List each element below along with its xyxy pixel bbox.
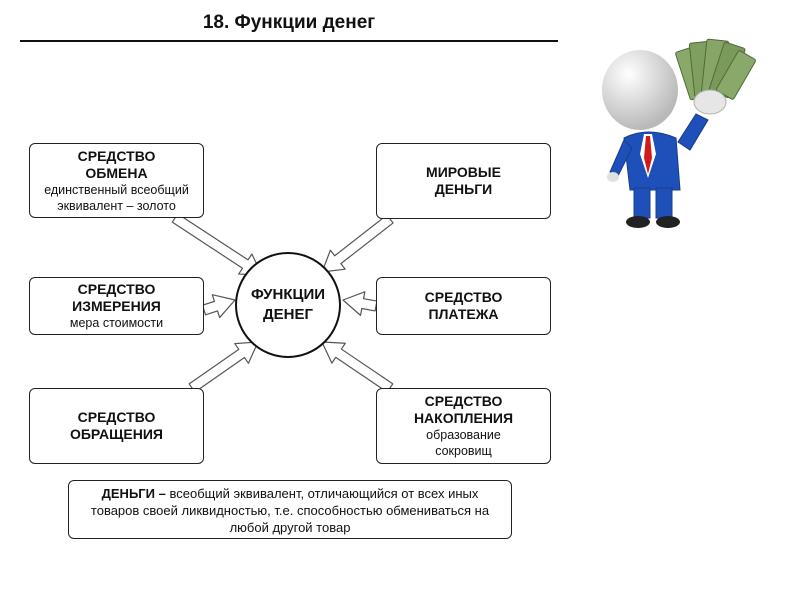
box-exchange-desc: единственный всеобщий эквивалент – золот… <box>44 182 189 213</box>
box-saving: СРЕДСТВО НАКОПЛЕНИЯ образование сокровищ <box>376 388 551 464</box>
title-underline <box>20 40 558 42</box>
banknotes-icon <box>675 38 756 101</box>
arrow-measure <box>201 294 236 319</box>
center-circle: ФУНКЦИИ ДЕНЕГ <box>235 252 341 358</box>
box-exchange-title: СРЕДСТВО ОБМЕНА <box>77 147 156 181</box>
arrow-exchange <box>171 213 263 276</box>
box-payment: СРЕДСТВО ПЛАТЕЖА <box>376 277 551 335</box>
box-measure: СРЕДСТВО ИЗМЕРЕНИЯ мера стоимости <box>29 277 204 335</box>
box-payment-title: СРЕДСТВО ПЛАТЕЖА <box>424 289 503 322</box>
box-saving-title: СРЕДСТВО НАКОПЛЕНИЯ <box>413 393 514 426</box>
box-measure-title: СРЕДСТВО ИЗМЕРЕНИЯ <box>72 281 161 314</box>
box-circulation-title: СРЕДСТВО ОБРАЩЕНИЯ <box>69 409 163 442</box>
box-world-money-title: МИРОВЫЕ ДЕНЬГИ <box>426 164 501 197</box>
businessman-holding-money-icon <box>602 38 756 228</box>
box-saving-desc: образование сокровищ <box>426 428 501 458</box>
box-world-money: МИРОВЫЕ ДЕНЬГИ <box>376 143 551 219</box>
definition-text: всеобщий эквивалент, отличающийся от все… <box>90 486 490 535</box>
box-measure-desc: мера стоимости <box>69 316 164 330</box>
page-title: 18. Функции денег <box>202 12 376 33</box>
arrow-circulation <box>188 341 259 393</box>
definition-box: ДЕНЬГИ – всеобщий эквивалент, отличающий… <box>68 480 512 539</box>
arrow-saving <box>321 341 394 393</box>
box-circulation: СРЕДСТВО ОБРАЩЕНИЯ <box>29 388 204 464</box>
arrow-world-money <box>321 214 394 273</box>
arrow-payment <box>342 291 378 316</box>
box-exchange: СРЕДСТВО ОБМЕНА единственный всеобщий эк… <box>29 143 204 218</box>
definition-term: ДЕНЬГИ – <box>101 486 166 501</box>
